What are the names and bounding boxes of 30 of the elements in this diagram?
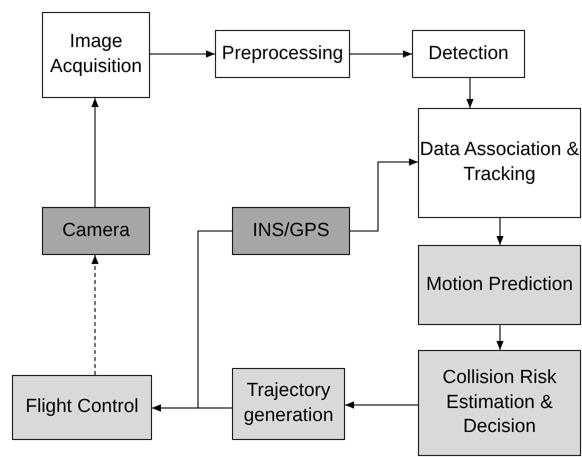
process-box	[42, 12, 150, 98]
box-label: Collision Risk Estimation & Decision	[441, 366, 558, 440]
arrow	[344, 401, 418, 409]
process-box	[215, 30, 350, 78]
process-box	[418, 245, 581, 325]
arrow	[91, 254, 99, 376]
box-label: Data Association & Tracking	[419, 138, 580, 187]
process-box	[418, 108, 581, 218]
arrow	[496, 218, 504, 246]
arrow	[466, 78, 474, 108]
box-label: Detection	[428, 42, 509, 66]
arrow	[350, 158, 418, 232]
process-box	[232, 368, 345, 440]
box-label: Image Acquisition	[49, 30, 143, 79]
box-label: Camera	[62, 218, 130, 243]
process-box	[418, 350, 581, 456]
process-box	[12, 375, 152, 440]
arrow	[496, 324, 504, 350]
box-label: Preprocessing	[222, 42, 344, 66]
box-label: Flight Control	[26, 395, 138, 420]
arrow	[91, 98, 99, 208]
process-box	[412, 30, 525, 78]
arrow	[350, 50, 412, 58]
box-label: INS/GPS	[252, 218, 330, 243]
box-label: Motion Prediction	[426, 272, 573, 297]
process-box	[42, 207, 150, 255]
box-label: Trajectory generation	[242, 379, 334, 428]
arrow	[152, 230, 232, 412]
arrow	[150, 50, 216, 58]
process-box	[232, 207, 350, 255]
